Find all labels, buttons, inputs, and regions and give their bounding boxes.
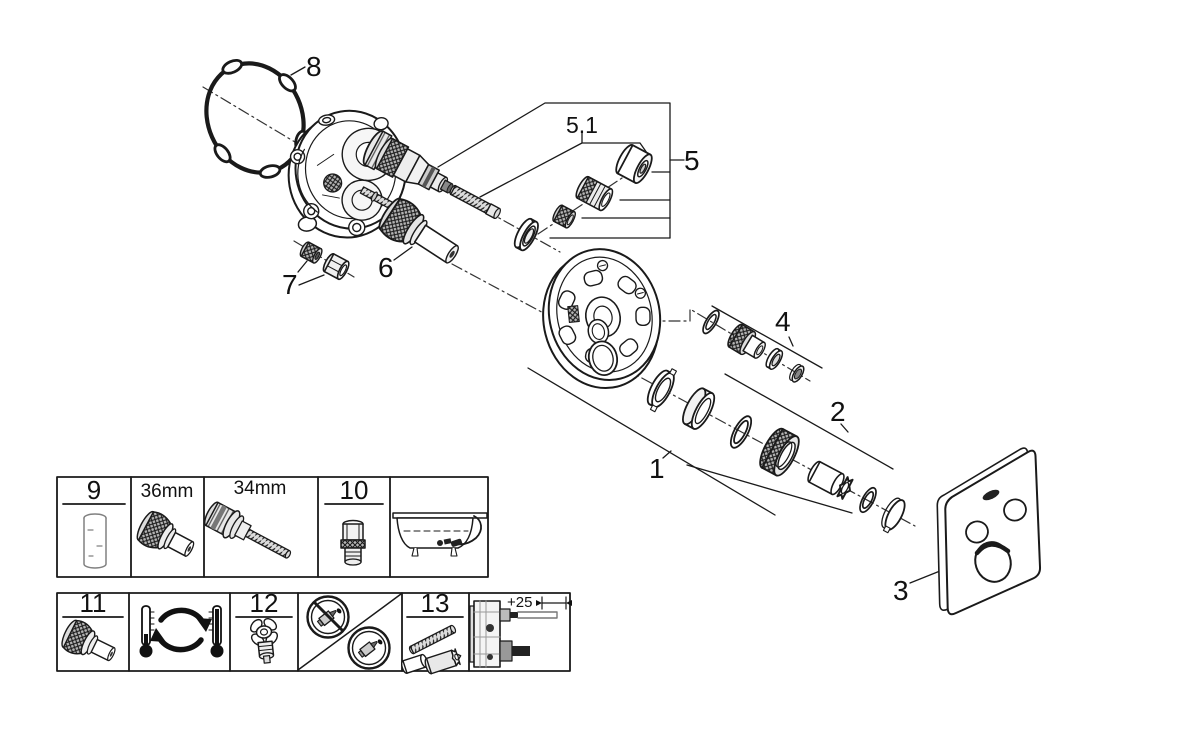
knurled-sleeve (759, 427, 800, 477)
spare-9-plaster-sleeve (83, 513, 107, 569)
spacer-sleeve (682, 387, 716, 430)
spare-number-12: 12 (250, 588, 279, 618)
callout-1: 1 (649, 453, 665, 484)
grease-instruction-icon (297, 593, 402, 671)
extension-sleeve (575, 175, 614, 212)
callout-5: 5 (684, 145, 700, 176)
spare-parts-row-1 (56, 476, 489, 578)
threaded-stud (449, 184, 501, 220)
extension-gear (552, 204, 576, 229)
callout-4: 4 (775, 306, 791, 337)
callout-7: 7 (282, 269, 298, 300)
hand-shower-icon (450, 538, 463, 547)
spare-number-9: 9 (87, 475, 101, 505)
o-ring-4 (702, 309, 720, 335)
spare-parts-row-2 (56, 592, 572, 675)
spare-10-adapter (340, 519, 366, 566)
extension-cylinder (807, 460, 845, 496)
temperature-recalibration-icon (139, 605, 224, 658)
plug-knurled-nut (299, 241, 323, 264)
spare-number-13: 13 (421, 588, 450, 618)
bathtub-installation-icon (392, 512, 488, 557)
callout-8: 8 (306, 51, 322, 82)
castellated-nut (836, 476, 854, 500)
grommet-washer (765, 347, 784, 370)
extended-valve-body-icon (469, 596, 572, 668)
spare-cartridge-36mm (136, 510, 195, 557)
select-button-hole-2 (1003, 498, 1027, 522)
dimension-plus-25: +25 (507, 594, 532, 611)
spare-number-11: 11 (80, 588, 107, 618)
o-ring-large (729, 415, 753, 449)
callout-5-1: 5.1 (566, 112, 598, 138)
dimension-34mm: 34mm (234, 478, 287, 499)
spare-13-extensions (400, 624, 462, 675)
volume-adapter (727, 323, 766, 359)
o-ring-small (859, 486, 877, 514)
cartridge-6 (378, 197, 459, 264)
callout-6: 6 (378, 252, 394, 283)
thermostat-cartridge (362, 130, 454, 194)
spare-12-check-valve (249, 617, 279, 664)
stop-screw (789, 363, 805, 383)
plug-hex-screw (322, 252, 350, 281)
extension-knob (615, 144, 653, 184)
grohe-logo (982, 489, 1000, 501)
callout-brackets (290, 66, 941, 584)
spare-cartridge-34mm (203, 501, 292, 559)
callout-3: 3 (893, 575, 909, 606)
end-cap (881, 497, 906, 534)
select-button-hole-1 (965, 520, 989, 544)
bonnet-ring (513, 217, 539, 252)
spare-11-cartridge (61, 619, 116, 662)
escutcheon-carrier-plate (542, 248, 662, 390)
dimension-36mm: 36mm (141, 481, 194, 502)
cover-plate (936, 447, 1042, 616)
labels: 1 2 3 4 5 5.1 6 7 8 9 36mm 34mm 10 11 12… (80, 51, 909, 618)
bayonet-ring (646, 368, 677, 413)
spare-number-10: 10 (340, 475, 369, 505)
callout-2: 2 (830, 396, 846, 427)
